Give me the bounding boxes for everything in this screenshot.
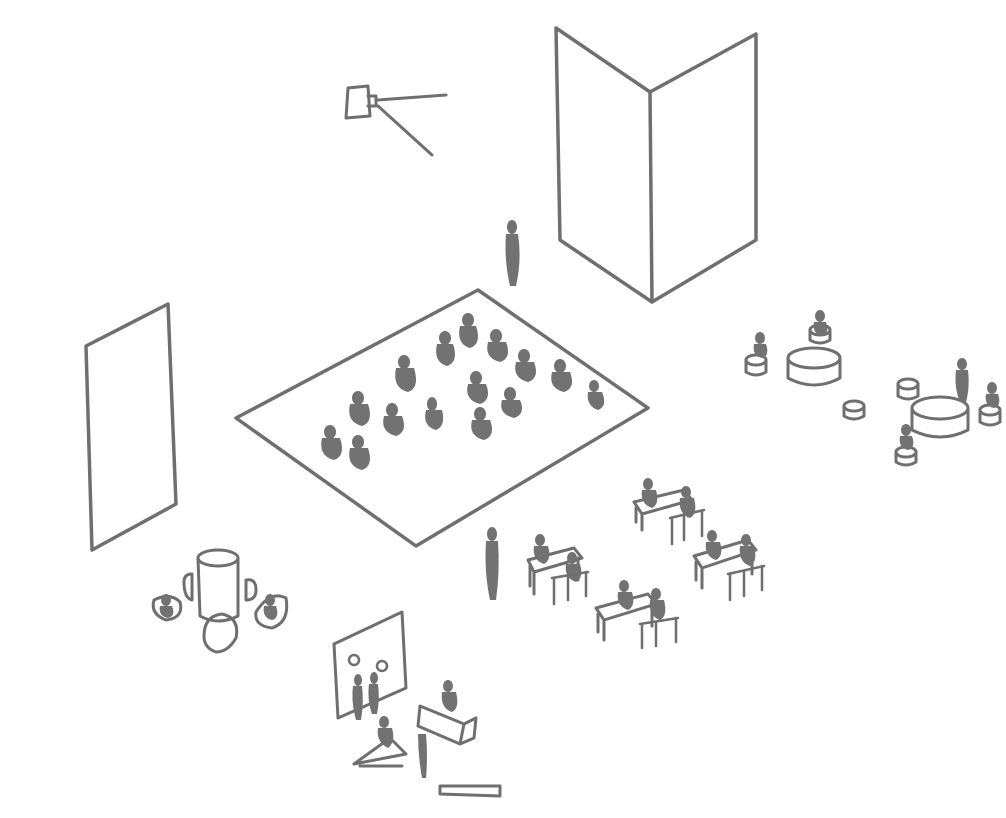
room-divider-icon bbox=[554, 26, 758, 304]
cafe-cluster bbox=[744, 310, 1002, 467]
seated-person-icon bbox=[753, 332, 768, 358]
whiteboard-icon bbox=[332, 610, 408, 720]
seated-person-icon bbox=[899, 424, 914, 450]
seated-person-icon bbox=[395, 355, 416, 392]
lecture-mat-icon bbox=[234, 288, 650, 548]
seated-person-icon bbox=[254, 594, 289, 630]
workbench-icon bbox=[416, 680, 478, 746]
desk-with-chairs-icon bbox=[526, 534, 590, 606]
seated-person-icon bbox=[383, 403, 404, 436]
seated-person-icon bbox=[501, 387, 522, 418]
standing-person-icon bbox=[955, 358, 969, 402]
seated-person-icon bbox=[471, 407, 492, 440]
round-table-icon bbox=[910, 395, 970, 439]
seated-person-icon bbox=[551, 359, 572, 392]
seated-person-icon bbox=[321, 425, 342, 460]
stool-icon bbox=[842, 399, 866, 421]
seated-person-icon bbox=[515, 349, 536, 382]
seated-person-icon bbox=[487, 329, 508, 362]
wall-panel-icon bbox=[84, 302, 178, 552]
desk-group bbox=[485, 478, 766, 650]
easel-icon bbox=[352, 716, 408, 768]
desk-with-chairs-icon bbox=[594, 580, 680, 650]
round-table-icon bbox=[196, 548, 240, 623]
stool-icon bbox=[894, 445, 918, 467]
standing-person-icon bbox=[352, 672, 379, 720]
seated-person-icon bbox=[587, 380, 605, 410]
bench-icon bbox=[438, 784, 502, 798]
maker-area bbox=[332, 610, 502, 798]
lounge-cluster bbox=[151, 548, 289, 654]
stool-icon bbox=[896, 377, 920, 401]
standing-person-icon bbox=[505, 220, 520, 286]
seated-person-icon bbox=[425, 397, 444, 430]
seated-person-icon bbox=[813, 310, 828, 336]
stool-icon bbox=[978, 403, 1002, 427]
seated-person-icon bbox=[467, 371, 488, 404]
seated-person-icon bbox=[985, 382, 1000, 408]
desk-with-chairs-icon bbox=[692, 530, 766, 602]
seated-person-icon bbox=[459, 313, 478, 348]
seated-audience bbox=[321, 313, 605, 470]
round-table-icon bbox=[786, 346, 842, 387]
seated-person-icon bbox=[349, 391, 370, 426]
seated-person-icon bbox=[151, 594, 183, 622]
stool-icon bbox=[744, 353, 768, 377]
seated-person-icon bbox=[202, 612, 239, 654]
desk-with-chairs-icon bbox=[632, 478, 706, 546]
standing-person-icon bbox=[418, 734, 427, 778]
seated-person-icon bbox=[436, 331, 455, 366]
standing-person-icon bbox=[485, 527, 499, 600]
stool-icon bbox=[182, 572, 258, 602]
projector-icon bbox=[344, 84, 448, 157]
seated-person-icon bbox=[349, 435, 370, 470]
